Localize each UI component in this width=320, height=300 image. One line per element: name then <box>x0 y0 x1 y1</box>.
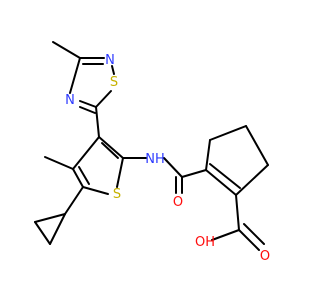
atom-label: N <box>65 93 75 108</box>
molecule-diagram: S N N NH S O OH O <box>34 41 270 264</box>
atom-labels: S N N NH S O OH O <box>65 53 270 264</box>
atom-label: O <box>173 195 183 210</box>
atom-label: O <box>260 249 270 264</box>
bond-lines <box>34 41 269 251</box>
atom-label: S <box>113 187 121 202</box>
atom-label: NH <box>145 152 165 167</box>
atom-label: N <box>105 53 115 68</box>
atom-label: S <box>110 75 118 90</box>
atom-label: OH <box>195 235 215 250</box>
